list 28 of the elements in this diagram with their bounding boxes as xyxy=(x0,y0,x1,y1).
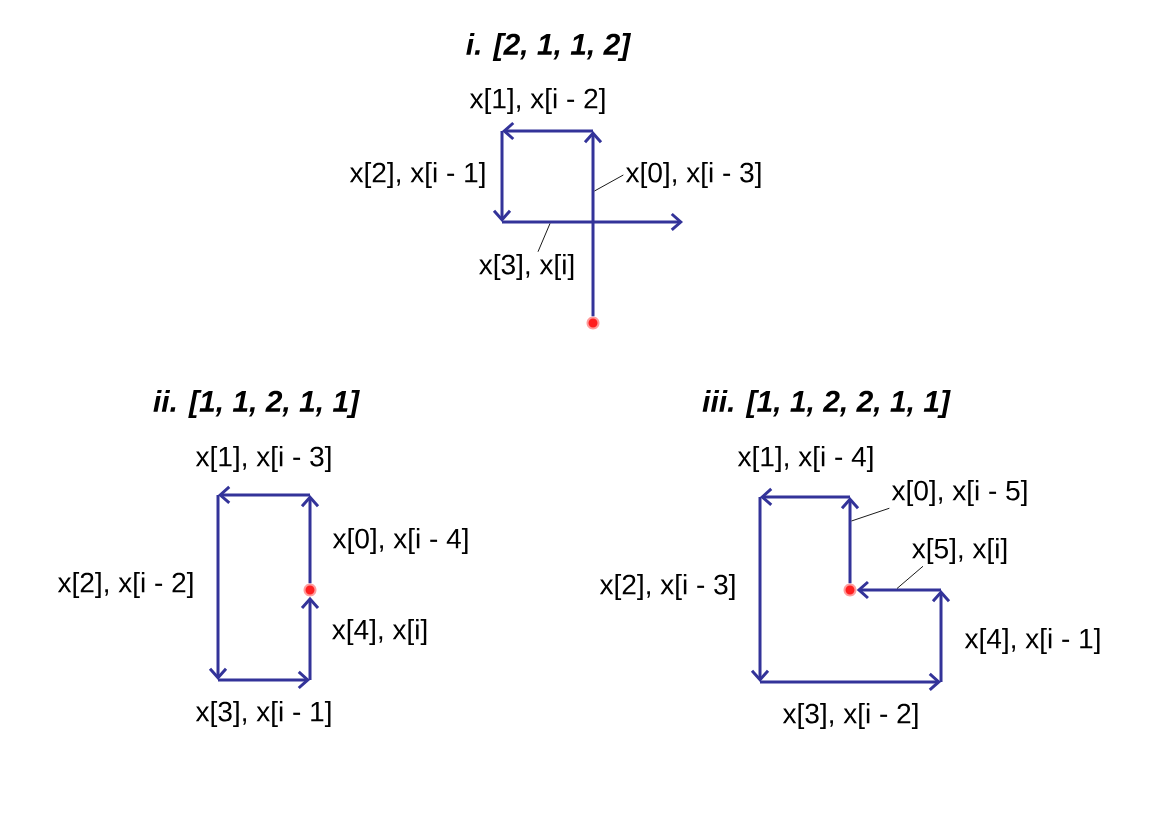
segment-label: x[0], x[i - 4] xyxy=(332,527,468,555)
leader-line xyxy=(537,223,551,253)
start-dot xyxy=(843,583,857,597)
segment-label: x[4], x[i - 1] xyxy=(964,627,1100,655)
segment-label: x[3], x[i] xyxy=(479,253,574,281)
segment-label: x[2], x[i - 1] xyxy=(349,161,485,189)
segment-label: x[2], x[i - 2] xyxy=(57,571,193,599)
path-arrow xyxy=(492,121,683,317)
path-arrow xyxy=(208,485,320,690)
leader-line xyxy=(896,565,924,589)
panel-heading: iii. [1, 1, 2, 2, 1, 1] xyxy=(702,390,951,418)
leader-line xyxy=(594,174,624,192)
segment-label: x[3], x[i - 2] xyxy=(782,702,918,730)
segment-label: x[4], x[i] xyxy=(332,618,427,646)
segment-label: x[1], x[i - 2] xyxy=(469,87,605,115)
start-dot xyxy=(586,316,600,330)
panel-heading: i. [2, 1, 1, 2] xyxy=(466,33,632,61)
segment-label: x[1], x[i - 4] xyxy=(737,445,873,473)
start-dot xyxy=(303,583,317,597)
segment-label: x[3], x[i - 1] xyxy=(195,700,331,728)
segment-label: x[0], x[i - 5] xyxy=(891,479,1027,507)
path-arrow xyxy=(750,487,951,692)
panel-heading: ii. [1, 1, 2, 1, 1] xyxy=(153,390,360,418)
segment-label: x[5], x[i] xyxy=(912,537,1007,565)
leader-line xyxy=(851,507,890,522)
segment-label: x[1], x[i - 3] xyxy=(195,445,331,473)
segment-label: x[0], x[i - 3] xyxy=(625,161,761,189)
segment-label: x[2], x[i - 3] xyxy=(599,573,735,601)
